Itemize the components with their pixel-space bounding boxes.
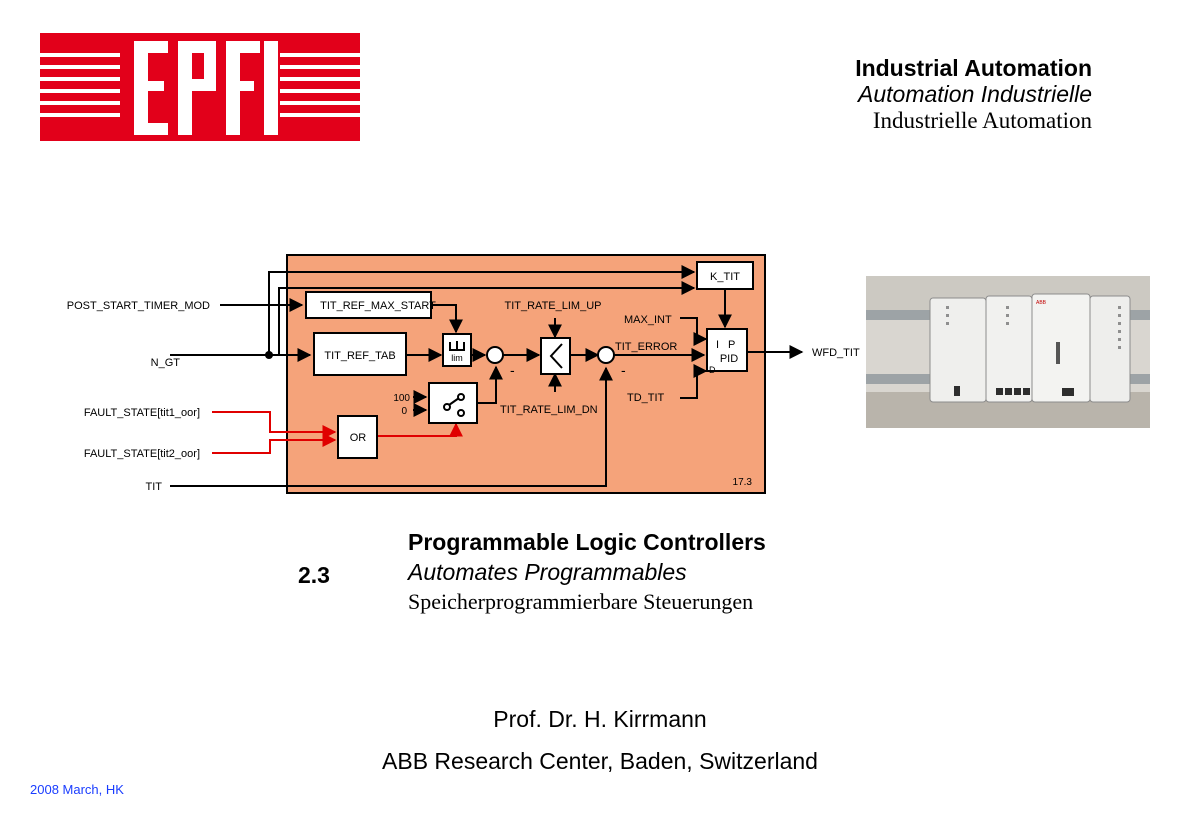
pid-block — [706, 328, 748, 372]
input-post-start-timer: POST_START_TIMER_MOD — [67, 300, 210, 312]
label-k-tit: K_TIT — [710, 271, 740, 283]
label-tit-ref-tab: TIT_REF_TAB — [324, 350, 395, 362]
rate-limiter-block — [540, 337, 571, 375]
label-lim: lim — [451, 353, 463, 363]
label-pid-p: P — [728, 339, 735, 351]
label-pid-i: I — [716, 339, 719, 351]
title-german: Industrielle Automation — [872, 107, 1092, 133]
minus-sign-2: - — [621, 362, 626, 378]
label-max-int: MAX_INT — [624, 314, 672, 326]
input-fault-state-1: FAULT_STATE[tit1_oor] — [84, 407, 200, 419]
footer-date: 2008 March, HK — [30, 782, 124, 797]
label-tit-ref-max-start: TIT_REF_MAX_START — [320, 300, 436, 312]
or-block — [337, 415, 378, 459]
tit-ref-max-start-block — [305, 291, 432, 319]
chapter-number: 2.3 — [298, 562, 330, 588]
label-pid: PID — [720, 353, 738, 365]
output-wfd-tit: WFD_TIT — [812, 347, 860, 359]
chapter-title: Programmable Logic Controllers Automates… — [408, 528, 766, 616]
author-name: Prof. Dr. H. Kirrmann — [493, 706, 707, 732]
chapter-title-english: Programmable Logic Controllers — [408, 529, 766, 555]
minus-sign-1: - — [510, 362, 515, 378]
label-rate-lim-dn: TIT_RATE_LIM_DN — [500, 404, 598, 416]
label-td-tit: TD_TIT — [627, 392, 665, 404]
summing-junction-2 — [597, 346, 615, 364]
k-tit-block — [696, 261, 754, 290]
summing-junction-1 — [486, 346, 504, 364]
input-n-gt: N_GT — [151, 357, 181, 369]
course-title: Industrial Automation Automation Industr… — [855, 55, 1092, 134]
chapter-title-german: Speicherprogrammierbare Steuerungen — [408, 588, 754, 614]
title-english: Industrial Automation — [855, 55, 1092, 81]
label-or: OR — [350, 432, 367, 444]
chapter-title-french: Automates Programmables — [408, 558, 687, 585]
photo-brand-label: ABB — [1036, 300, 1047, 306]
plc-hardware-photo: ABB — [866, 276, 1150, 428]
label-pid-d: D — [709, 365, 716, 375]
label-tit-error: TIT_ERROR — [615, 341, 677, 353]
block-id: 17.3 — [733, 477, 753, 488]
input-tit: TIT — [146, 481, 163, 493]
label-const-0: 0 — [401, 406, 407, 417]
epfl-logo — [40, 33, 360, 141]
label-rate-lim-up: TIT_RATE_LIM_UP — [505, 300, 602, 312]
author-affiliation: ABB Research Center, Baden, Switzerland — [382, 748, 818, 774]
function-block-diagram: POST_START_TIMER_MOD N_GT FAULT_STATE[ti… — [67, 254, 860, 494]
label-const-100: 100 — [393, 393, 410, 404]
input-fault-state-2: FAULT_STATE[tit2_oor] — [84, 448, 200, 460]
tit-ref-tab-block — [313, 332, 407, 376]
title-french: Automation Industrielle — [858, 81, 1092, 108]
